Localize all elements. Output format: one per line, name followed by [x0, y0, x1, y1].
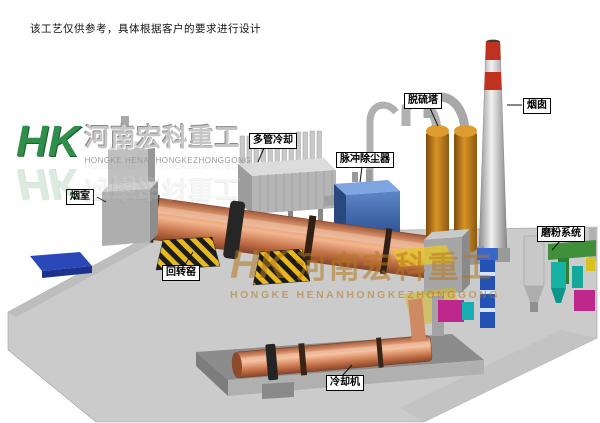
- teal-unit: [462, 302, 474, 320]
- blue-pad: [30, 252, 92, 278]
- discharge-chute: [408, 298, 426, 342]
- chimney-graphic: [476, 39, 510, 262]
- cooling-machine-support: [262, 382, 294, 399]
- grinding-system-graphic: [523, 228, 596, 312]
- magenta-unit: [438, 300, 464, 322]
- smoke-chamber-graphic: [102, 116, 158, 246]
- label-smoke-chamber: 烟室: [66, 189, 94, 205]
- multi-tube-cooler-graphic: [238, 130, 336, 225]
- label-cooling-machine: 冷却机: [326, 375, 364, 391]
- label-grinding-system: 磨粉系统: [537, 226, 585, 242]
- label-multi-tube-cooler: 多管冷却: [249, 133, 297, 149]
- hot-air-duct: [392, 245, 454, 267]
- label-pulse-dust-collector: 脉冲除尘器: [336, 152, 394, 168]
- kiln-support-piers: [155, 236, 311, 286]
- label-desulfurization-tower: 脱硫塔: [404, 93, 442, 109]
- disclaimer-note: 该工艺仅供参考，具体根据客户的要求进行设计: [30, 23, 261, 35]
- label-rotary-kiln: 回转窑: [162, 265, 200, 281]
- bucket-elevator-graphic: [477, 248, 498, 328]
- cooling-machine-graphic: [231, 335, 433, 381]
- leader-lines: [96, 104, 561, 377]
- label-chimney: 烟囱: [523, 98, 551, 114]
